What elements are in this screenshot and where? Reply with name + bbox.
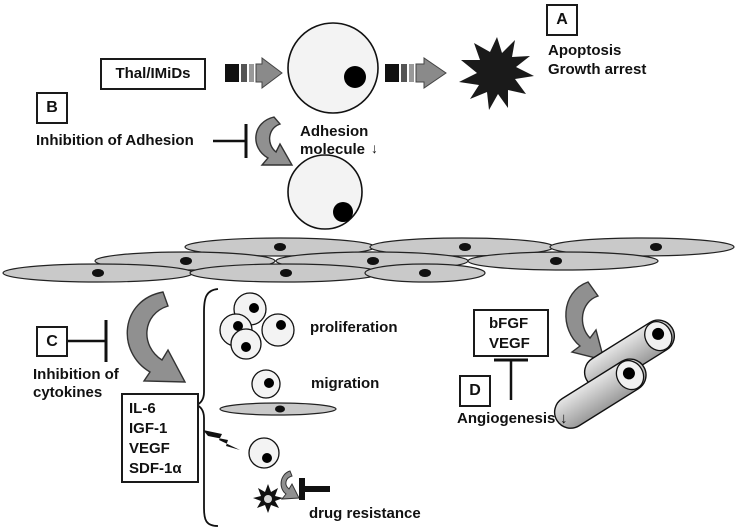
- cytokine-list-box: IL-6 IGF-1 VEGF SDF-1α: [121, 393, 199, 483]
- angiogenesis-down-arrow-icon: ↓: [560, 410, 568, 427]
- inhibition-bar-resistance: [299, 478, 330, 500]
- panel-a-box: A: [546, 4, 578, 36]
- myeloma-cell-top: [287, 22, 379, 114]
- cytokine-igf1: IGF-1: [129, 420, 168, 437]
- inhibition-bar-angiogenesis: [494, 358, 528, 400]
- drug-box: Thal/IMiDs: [100, 58, 206, 90]
- blood-vessel-lower: [553, 358, 647, 429]
- cytokine-sdf1a: SDF-1α: [129, 460, 182, 477]
- factor-bfgf: bFGF: [489, 315, 529, 332]
- panel-b-box: B: [36, 92, 68, 124]
- effect-drug-resistance: drug resistance: [309, 505, 421, 522]
- panel-d-box: D: [459, 375, 491, 407]
- inhibition-of-cytokines-line1: Inhibition of: [33, 366, 119, 383]
- effects-bracket: [195, 288, 219, 527]
- panel-d-label: D: [469, 382, 481, 399]
- proliferating-cells: [219, 292, 295, 360]
- curved-arrow-angiogenesis: [565, 281, 605, 361]
- outcome-growth-arrest: Growth arrest: [548, 61, 647, 78]
- cytokine-il6: IL-6: [129, 400, 156, 417]
- curved-arrow-resistance: [280, 470, 300, 500]
- angiogenesis-label: Angiogenesis: [457, 410, 556, 427]
- effect-migration: migration: [311, 375, 380, 392]
- block-arrow-cell-to-apoptosis: [385, 57, 447, 89]
- drug-label: Thal/IMiDs: [115, 65, 191, 82]
- lightning-bolt-icon: [203, 430, 240, 450]
- panel-c-label: C: [46, 333, 58, 350]
- inhibition-bar-cytokines: [68, 320, 108, 362]
- panel-c-box: C: [36, 326, 68, 357]
- outcome-apoptosis: Apoptosis: [548, 42, 622, 59]
- curved-arrow-cytokines: [126, 291, 187, 383]
- inhibition-of-cytokines-line2: cytokines: [33, 384, 103, 401]
- effect-proliferation: proliferation: [310, 319, 398, 336]
- migrating-cell: [219, 369, 337, 416]
- curved-arrow-adhesion: [255, 116, 294, 166]
- inhibition-bar-adhesion: [213, 124, 248, 158]
- adhesion-molecule-line2: molecule: [300, 141, 366, 158]
- block-arrow-drug-to-cell: [225, 57, 283, 89]
- adhesion-molecule-line1: Adhesion: [300, 123, 369, 140]
- panel-b-label: B: [46, 99, 58, 116]
- drug-resistant-cell: [248, 437, 280, 469]
- endothelial-layer: [2, 237, 735, 283]
- myeloma-cell-adhesion: [287, 154, 363, 230]
- apoptotic-cell-starburst-icon: [459, 37, 534, 110]
- inhibition-of-adhesion-label: Inhibition of Adhesion: [36, 132, 194, 149]
- panel-a-label: A: [556, 11, 568, 28]
- cytokine-vegf: VEGF: [129, 440, 170, 457]
- factor-vegf: VEGF: [489, 335, 530, 352]
- angiogenic-factor-box: bFGF VEGF: [473, 309, 549, 357]
- adhesion-down-arrow-icon: ↓: [371, 140, 378, 156]
